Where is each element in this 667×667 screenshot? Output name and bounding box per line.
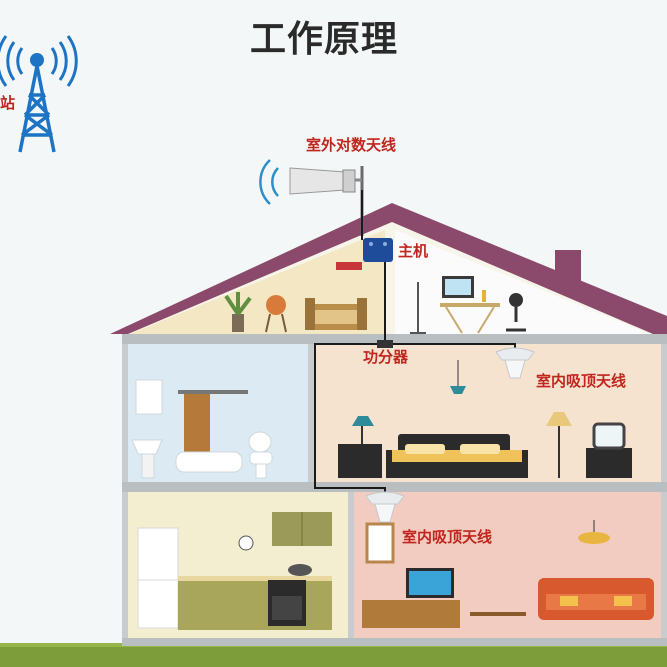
base-station-label: 站 <box>0 94 16 112</box>
ceiling-antenna-upper-label: 室内吸顶天线 <box>536 372 627 390</box>
ceiling-antenna-lower-icon <box>365 491 405 523</box>
attic-desk <box>410 276 526 334</box>
power-splitter-label: 功分器 <box>363 348 409 366</box>
kitchen-furniture <box>137 512 332 630</box>
bathroom-fixtures <box>131 379 273 479</box>
cell-tower-icon <box>0 35 78 153</box>
host-unit-icon <box>336 238 393 270</box>
host-unit-label: 主机 <box>398 242 429 260</box>
ceiling-antenna-lower-label: 室内吸顶天线 <box>402 528 493 546</box>
attic-chair <box>265 295 287 333</box>
bedroom-furniture <box>338 360 632 478</box>
living-furniture <box>362 520 654 628</box>
diagram-title: 工作原理 <box>250 19 399 60</box>
attic-plant <box>224 292 252 332</box>
attic-sofa <box>305 298 367 330</box>
power-splitter-icon <box>377 340 393 348</box>
outdoor-antenna-label: 室外对数天线 <box>306 136 397 154</box>
ceiling-antenna-upper-icon <box>495 347 535 379</box>
ground-grass <box>0 645 667 667</box>
